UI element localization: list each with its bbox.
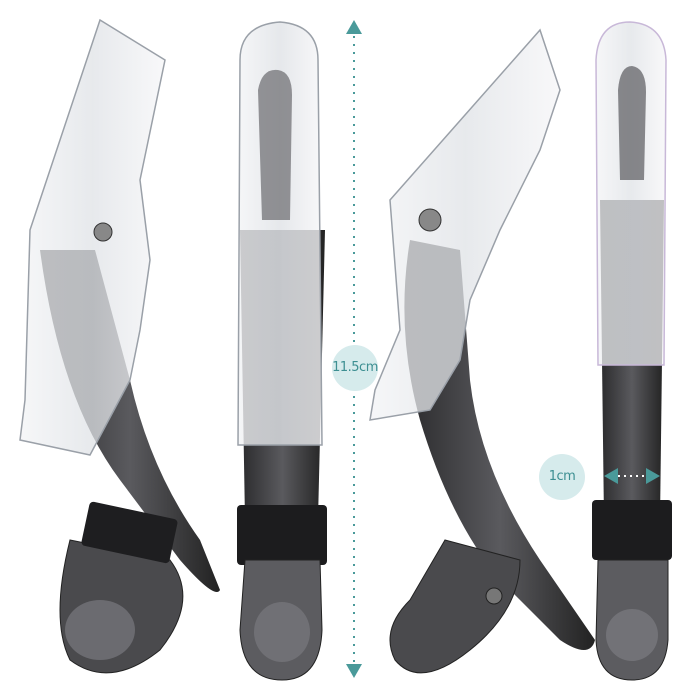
clip-back-view [592, 21, 672, 681]
length-dimension [332, 20, 378, 678]
width-dimension [539, 454, 660, 500]
clip-side-view-left [19, 18, 220, 674]
length-label: 11.5cm [332, 360, 378, 375]
width-label: 1cm [548, 469, 576, 484]
clip-front-view [237, 21, 327, 681]
clip-side-view-right [369, 28, 595, 674]
